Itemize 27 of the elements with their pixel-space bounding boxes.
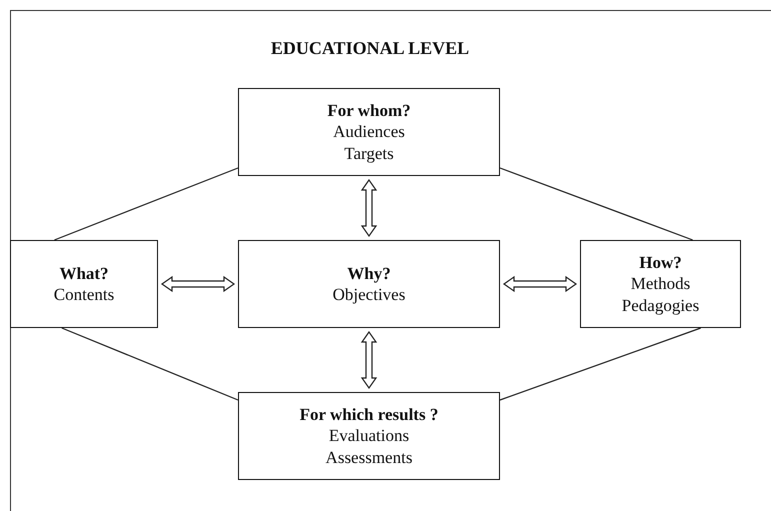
box-heading: For whom? <box>327 100 411 122</box>
connector-line <box>62 327 238 401</box>
box-text: Pedagogies <box>622 294 700 316</box>
connector-line <box>54 167 238 241</box>
diagram-title: EDUCATIONAL LEVEL <box>270 38 470 59</box>
box-text: Objectives <box>332 284 406 306</box>
box-text: Targets <box>344 142 394 164</box>
double-arrow <box>160 276 236 292</box>
text-box <box>580 240 741 328</box>
double-arrow <box>360 178 378 238</box>
box-heading: Why? <box>347 262 391 284</box>
box-heading: What? <box>59 262 109 284</box>
double-arrow <box>360 330 378 390</box>
box-text: Contents <box>54 284 114 306</box>
text-box <box>238 88 500 176</box>
connector-line <box>500 327 701 401</box>
box-text: Assessments <box>326 446 412 468</box>
connector-line <box>500 167 693 241</box>
text-box <box>238 240 500 328</box>
double-arrow <box>502 276 578 292</box>
box-heading: How? <box>639 252 682 274</box>
text-box <box>238 392 500 480</box>
box-heading: For which results ? <box>300 404 438 426</box>
box-text: Audiences <box>333 121 405 143</box>
box-text: Evaluations <box>328 425 410 447</box>
text-box <box>10 240 158 328</box>
box-text: Methods <box>630 273 690 295</box>
